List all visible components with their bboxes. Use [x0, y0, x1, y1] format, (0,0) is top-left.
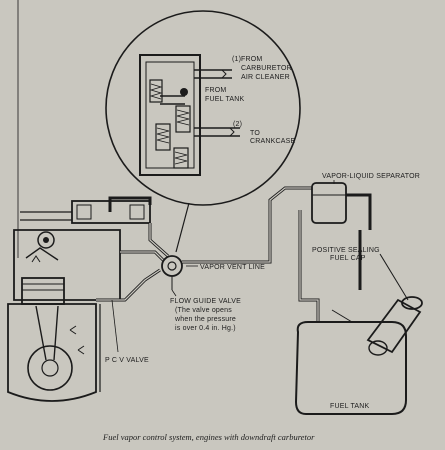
label-from-carb-2: FROM [241, 56, 262, 63]
vapor-liquid-separator [311, 182, 347, 224]
leader-lines [111, 180, 335, 353]
label-positive-sealing-1: POSITIVE SEALING [312, 247, 380, 254]
label-flow-guide-1: FLOW GUIDE VALVE [170, 298, 241, 305]
label-positive-sealing-2: FUEL CAP [330, 255, 366, 262]
label-flow-guide-3: when the pressure [174, 316, 236, 323]
pcv-tubing [96, 196, 169, 302]
label-to-crankcase-2: TO [250, 130, 260, 137]
detail-circle [105, 10, 301, 253]
flow-guide-valve [161, 255, 183, 290]
label-from-carb-1: (1) [232, 56, 241, 63]
figure-caption: Fuel vapor control system, engines with … [102, 432, 315, 442]
label-vapor-liquid-separator: VAPOR-LIQUID SEPARATOR [322, 173, 420, 180]
label-to-crankcase-1: (2) [233, 121, 242, 128]
main-labels: VAPOR-LIQUID SEPARATOR VAPOR VENT LINE P… [105, 173, 420, 410]
detail-labels: (1) FROM CARBURETOR AIR CLEANER FROM FUE… [205, 56, 295, 145]
label-from-tank-1: FROM [205, 87, 226, 94]
label-to-crankcase-3: CRANKCASE [250, 138, 295, 145]
label-from-tank-2: FUEL TANK [205, 96, 245, 103]
label-vapor-vent-line: VAPOR VENT LINE [200, 264, 265, 271]
label-pcv-valve: P C V VALVE [105, 357, 149, 364]
vapor-vent-line [182, 186, 372, 322]
label-flow-guide-2: (The valve opens [175, 307, 232, 314]
label-flow-guide-4: is over 0.4 in. Hg.) [175, 325, 236, 332]
label-fuel-tank: FUEL TANK [330, 403, 370, 410]
label-from-carb-3: CARBURETOR [241, 65, 292, 72]
fuel-tank [294, 253, 423, 415]
label-from-carb-4: AIR CLEANER [241, 74, 290, 81]
